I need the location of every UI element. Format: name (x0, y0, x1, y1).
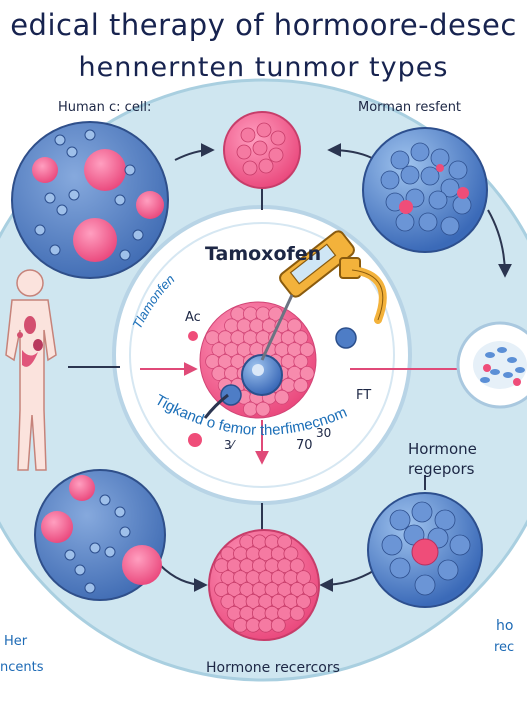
label-70: 70 (296, 438, 313, 453)
label-her: Her (4, 634, 28, 649)
syringe-icon (203, 230, 387, 419)
cell-bubble (233, 617, 248, 633)
cell-bottom-pink (208, 529, 320, 641)
arrow-topright-to-top (327, 143, 373, 159)
diagram-title-line1: edical therapy of hormoore-desec (10, 8, 517, 42)
cell-bubble (296, 594, 311, 609)
cell-top-pink (223, 111, 301, 189)
label-rec: rec (494, 640, 515, 655)
cell-bubble (299, 342, 315, 358)
cell-bubble (293, 354, 309, 369)
label-ac: Ac (185, 310, 201, 325)
label-tamoxofen: Tamoxofen (205, 243, 322, 265)
label-hormone-recercors: Hormone recercors (206, 660, 340, 676)
cell-bubble (283, 546, 299, 562)
cell-bottom-right (367, 492, 483, 608)
cell-bubble (274, 389, 290, 405)
cell-bubble (277, 534, 293, 550)
cell-bubble (270, 617, 286, 633)
arrow-right-down (487, 209, 512, 278)
diagram-title-line2: hennernten tunmor types (78, 52, 449, 83)
label-morman-resfent: Morman resfent (358, 100, 462, 115)
arrow-bottomleft-to-bottom (159, 564, 208, 592)
arrow-topleft-to-top (174, 143, 215, 161)
cell-bubble (255, 401, 271, 417)
cell-top-right (362, 127, 488, 253)
cell-bubble (245, 617, 261, 633)
label-37: 3⁄ (224, 438, 234, 452)
cell-bubble (296, 570, 311, 585)
label-30: 30 (316, 426, 332, 440)
cell-bubble (289, 558, 305, 574)
cell-bubble (258, 617, 274, 633)
cell-bubble (287, 318, 302, 334)
label-ho: ho (496, 618, 514, 634)
cell-bubble (302, 582, 318, 597)
label-hormone-regepors-1: Hormone (408, 440, 477, 458)
cell-bubble (293, 330, 309, 346)
human-body-figure (5, 269, 57, 471)
cell-bubble (293, 377, 309, 393)
label-hormone-regepors-2: regepors (408, 460, 475, 478)
center-receptor (188, 327, 357, 447)
human-organs (17, 316, 43, 367)
cell-bubble (242, 401, 258, 417)
label-human-cell: Human c: cell: (58, 100, 152, 115)
cell-bubble (299, 365, 315, 381)
label-ft: FT (356, 388, 372, 403)
cell-right (456, 321, 527, 409)
cell-bottom-left (34, 469, 166, 601)
cell-top-left (11, 121, 169, 279)
arrow-bottomright-to-bottom (319, 569, 376, 592)
cell-bubble (289, 605, 305, 621)
label-ncents: ncents (0, 660, 44, 675)
